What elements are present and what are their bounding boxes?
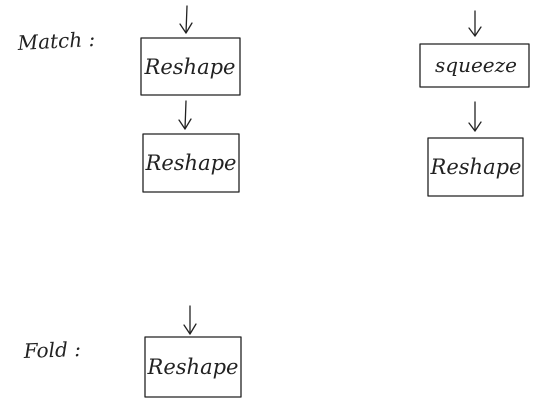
arrow-head-reshape-3 (468, 121, 482, 132)
fold-group: Reshape (144, 305, 242, 398)
reshape-box-1 (140, 37, 241, 96)
arrow-head-squeeze (468, 26, 482, 37)
arrow-head-reshape-4 (183, 323, 197, 335)
reshape-box-4-label: Reshape (147, 355, 239, 379)
fold-label: Fold : (22, 337, 81, 363)
reshape-box-2-label: Reshape (145, 151, 237, 175)
reshape-box-1-label: Reshape (144, 55, 236, 79)
match-left-group: Reshape Reshape (140, 5, 241, 193)
arrow-head-reshape-2 (178, 118, 192, 130)
reshape-box-3-label: Reshape (430, 155, 522, 179)
reshape-box-4 (144, 336, 242, 398)
squeeze-box (419, 43, 530, 88)
reshape-box-2 (142, 133, 240, 193)
arrow-into-reshape-1 (185, 5, 188, 34)
reshape-box-3 (427, 137, 524, 197)
arrow-head-reshape-1 (179, 22, 193, 34)
match-label: Match : (16, 27, 96, 55)
squeeze-box-label: squeeze (435, 53, 517, 77)
arrow-into-reshape-2 (184, 100, 187, 130)
match-right-group: squeeze Reshape (419, 10, 530, 197)
